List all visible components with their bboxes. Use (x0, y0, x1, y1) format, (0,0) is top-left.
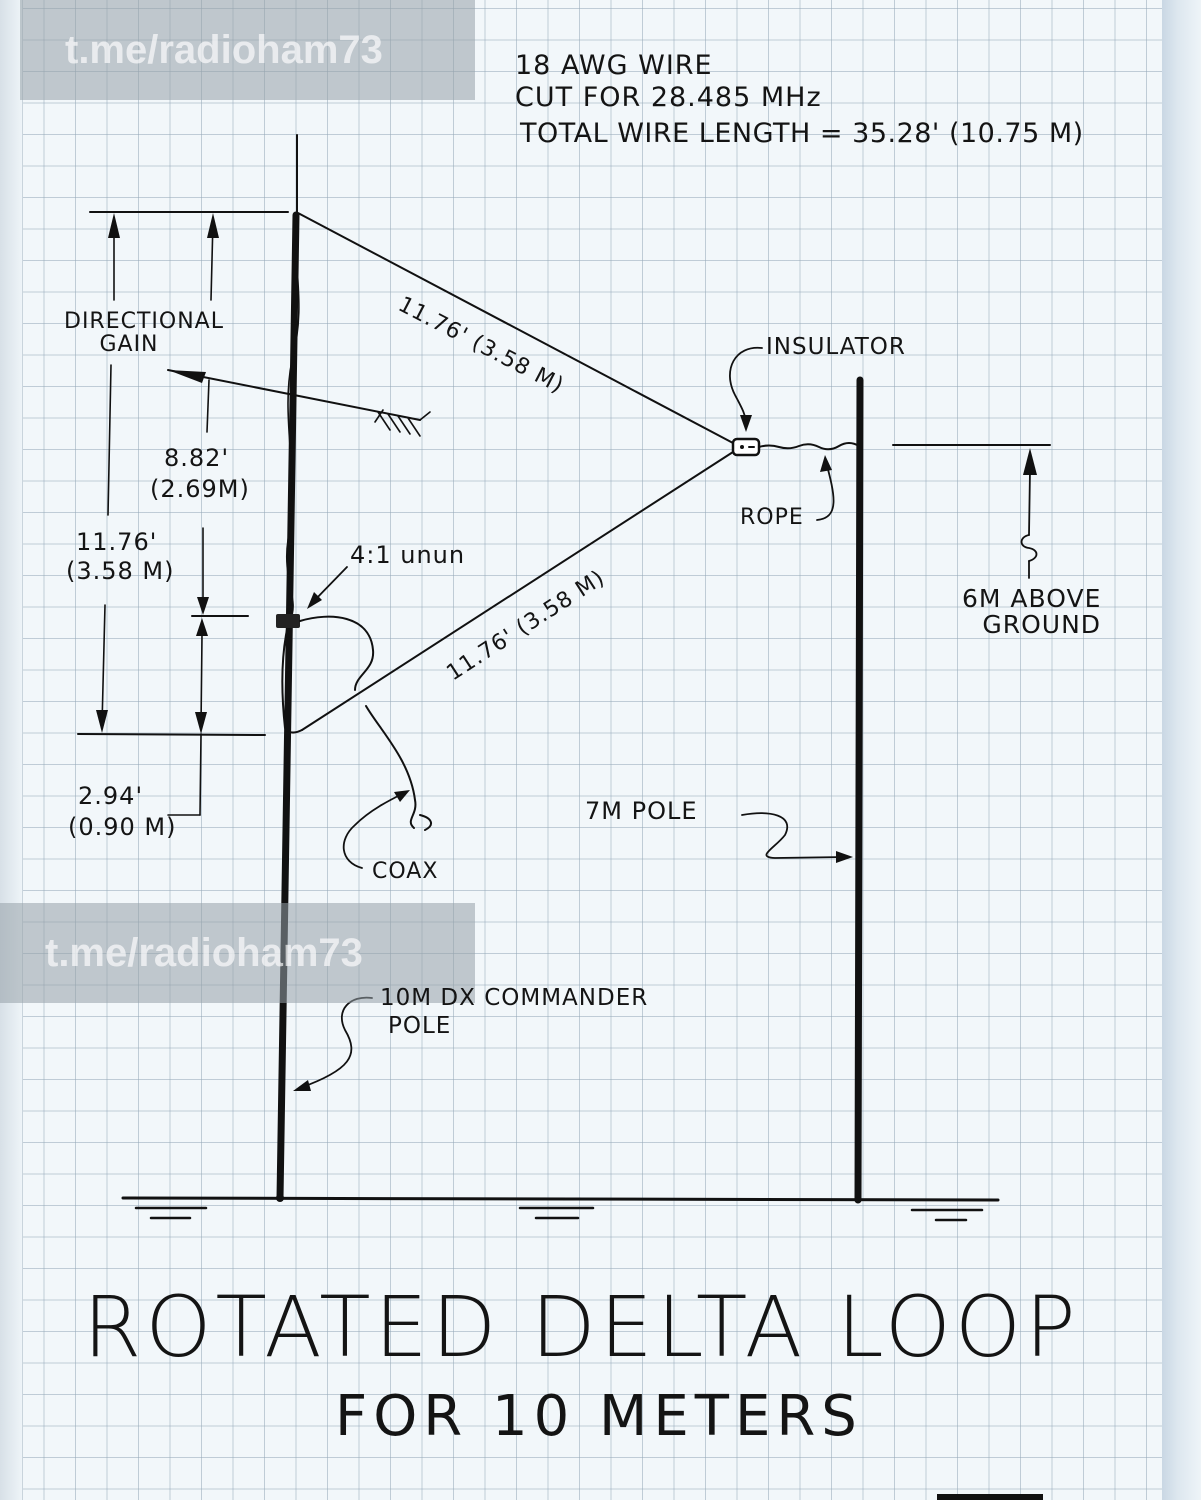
dimension-lines (77, 211, 289, 816)
dimension-8-82-feet: 8.82' (164, 444, 230, 472)
diagram-subtitle: FOR 10 METERS (335, 1384, 863, 1449)
rope-callout-arrow (816, 455, 835, 521)
rope-label: ROPE (740, 505, 804, 530)
spec-total-length: TOTAL WIRE LENGTH = 35.28' (10.75 M) (520, 118, 1084, 149)
watermark-top: t.me/radioham73 (20, 0, 475, 100)
directional-gain-arrow (167, 369, 431, 437)
dimension-11-76-meters: (3.58 M) (66, 557, 175, 586)
diagram-title: ROTATED DELTA LOOP (83, 1278, 1080, 1376)
seven-meter-pole (854, 376, 864, 1204)
watermark-text: t.me/radioham73 (45, 930, 363, 975)
dx-commander-pole-line2: POLE (388, 1013, 452, 1040)
watermark-middle: t.me/radioham73 (0, 903, 475, 1003)
coax-cable (299, 615, 432, 831)
dx-commander-pole-line1: 10M DX COMMANDER (380, 985, 649, 1011)
ground-symbol-left (134, 1206, 208, 1220)
spec-wire-gauge: 18 AWG WIRE (515, 50, 713, 81)
spec-frequency: CUT FOR 28.485 MHz (515, 82, 822, 113)
directional-gain-line2: GAIN (99, 332, 159, 358)
unun (276, 614, 300, 628)
delta-loop-wire (281, 212, 734, 734)
page-corner-mark (937, 1494, 1043, 1500)
height-above-ground-label: 6M ABOVE GROUND (962, 584, 1102, 640)
notebook-binding (0, 0, 23, 1500)
insulator-label: INSULATOR (766, 334, 906, 360)
insulator-callout-arrow (729, 347, 763, 432)
ground-symbol-center (518, 1206, 595, 1220)
rope (758, 442, 860, 451)
dx-commander-pole-callout-arrow (293, 996, 373, 1091)
notebook-page-edge (1162, 0, 1201, 1500)
ground-symbol-right (910, 1208, 984, 1222)
dx-commander-pole-label: 10M DX COMMANDER POLE (380, 986, 648, 1038)
insulator (731, 437, 761, 457)
height-marker (892, 444, 1051, 579)
seven-meter-pole-callout-arrow (741, 812, 853, 863)
coax-callout-arrow (342, 790, 410, 869)
coax-label: COAX (372, 859, 439, 884)
dimension-2-94-meters: (0.90 M) (68, 813, 177, 842)
watermark-text: t.me/radioham73 (65, 27, 383, 72)
seven-meter-pole-label: 7M POLE (585, 797, 698, 825)
dimension-11-76-label: 11.76' (3.58 M) (66, 528, 175, 586)
dimension-2-94-label: 2.94' (0.90 M) (68, 782, 177, 842)
height-above-ground-line2: GROUND (982, 610, 1102, 640)
unun-label: 4:1 unun (350, 541, 466, 569)
dimension-8-82-meters: (2.69M) (150, 475, 250, 504)
dimension-8-82-label: 8.82' (2.69M) (150, 444, 250, 504)
directional-gain-line1: DIRECTIONAL (64, 309, 224, 334)
unun-callout-arrow (307, 566, 348, 609)
directional-gain-label: DIRECTIONAL GAIN (64, 310, 224, 356)
height-above-ground-line1: 6M ABOVE (962, 584, 1102, 613)
dx-commander-pole (276, 134, 300, 1202)
ground-line (121, 1196, 1000, 1202)
dimension-11-76-feet: 11.76' (76, 528, 158, 556)
dimension-2-94-feet: 2.94' (78, 782, 144, 810)
